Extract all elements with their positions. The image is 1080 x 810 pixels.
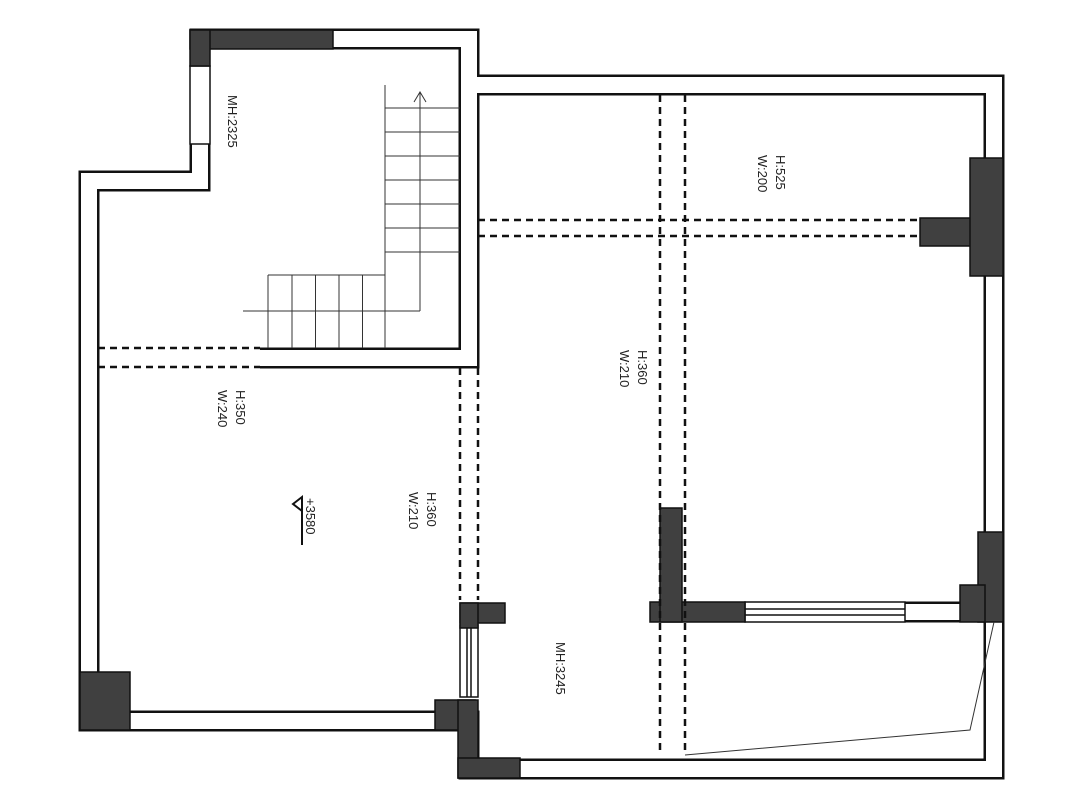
beam-label-w: W:240 <box>215 390 230 427</box>
elevation-marker <box>291 494 303 545</box>
beam-label-h: H:525 <box>773 155 788 190</box>
window-lower-center <box>459 624 479 698</box>
columns <box>79 29 1004 779</box>
staircase <box>243 85 460 348</box>
beam-label-h: H:350 <box>233 390 248 425</box>
elevation-label: +3580 <box>303 498 318 535</box>
window-bottom-right <box>744 601 906 623</box>
beam-label-w: W:200 <box>755 155 770 192</box>
windows <box>189 65 906 698</box>
beam-label-w: W:210 <box>617 350 632 387</box>
beam-dashed-lines <box>98 95 920 755</box>
mh-bottom-label: MH:3245 <box>553 642 568 695</box>
beam-label-h: H:360 <box>635 350 650 385</box>
balcony-diagonal <box>684 621 995 756</box>
stair-direction-arrow <box>413 91 427 103</box>
window-left-top <box>189 65 211 145</box>
beam-label-w: W:210 <box>406 492 421 529</box>
mh-top-label: MH:2325 <box>225 95 240 148</box>
labels: MH:2325 H:525 W:200 H:360 W:210 H:350 W:… <box>215 95 788 695</box>
beam-label-h: H:360 <box>424 492 439 527</box>
